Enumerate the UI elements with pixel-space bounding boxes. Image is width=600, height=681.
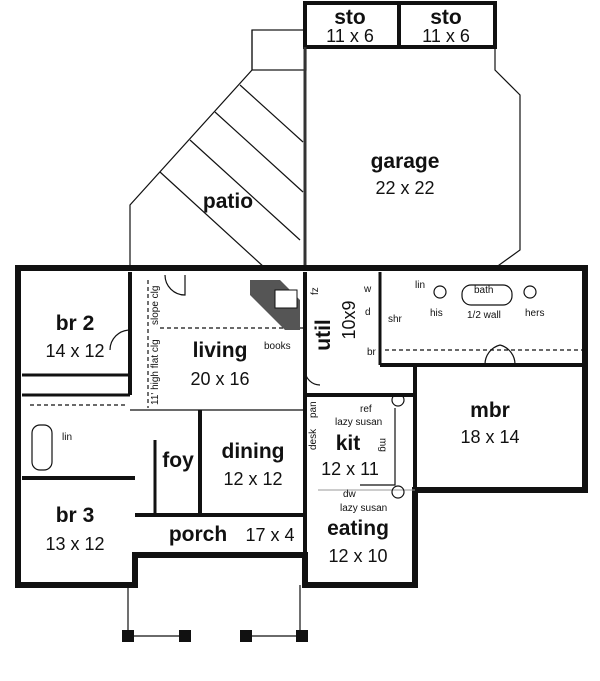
br3-name: br 3 [56, 504, 95, 527]
shower-label: shr [388, 314, 403, 325]
half-wall-label: 1/2 wall [467, 310, 501, 321]
living-name: living [193, 339, 248, 362]
sto2-name: sto [430, 6, 462, 29]
porch-posts [122, 585, 308, 642]
master-linen-label: lin [415, 280, 425, 291]
lazy-susan-bottom-label: lazy susan [340, 503, 387, 514]
bath-label: bath [474, 285, 493, 296]
patio-structure [129, 30, 304, 269]
porch-dims: 17 x 4 [245, 525, 294, 545]
br-label: br [367, 347, 377, 358]
desk-label: desk [308, 428, 319, 450]
dishwasher-label: dw [343, 489, 357, 500]
sto1-dims: 11 x 6 [326, 26, 374, 46]
living-dims: 20 x 16 [190, 369, 249, 389]
sto1-name: sto [334, 6, 366, 29]
mbr-name: mbr [470, 399, 510, 422]
garage-dims: 22 x 22 [375, 178, 434, 198]
garage-name: garage [371, 150, 440, 173]
mbr-dims: 18 x 14 [460, 427, 519, 447]
refrigerator-label: ref [360, 404, 372, 415]
dining-name: dining [222, 440, 285, 463]
pantry-label: pan [308, 401, 319, 418]
dining-dims: 12 x 12 [223, 469, 282, 489]
sto2-dims: 11 x 6 [422, 26, 470, 46]
kit-name: kit [336, 432, 361, 455]
br2-dims: 14 x 12 [45, 341, 104, 361]
house-walls [15, 265, 588, 588]
dryer-label: d [365, 307, 371, 318]
util-dims: 10x9 [339, 300, 359, 339]
books-label: books [264, 341, 291, 352]
porch-name: porch [169, 523, 227, 546]
kit-dims: 12 x 11 [321, 459, 379, 479]
washer-label: w [363, 284, 372, 295]
eating-name: eating [327, 517, 389, 540]
slope-clg-label: slope clg [150, 286, 161, 325]
fz-label: fz [310, 287, 321, 295]
eating-dims: 12 x 10 [328, 546, 387, 566]
mg-label: mg [377, 438, 388, 452]
garage-structure [251, 1, 521, 269]
br3-dims: 13 x 12 [45, 534, 104, 554]
hers-closet-label: hers [525, 308, 544, 319]
his-closet-label: his [430, 308, 443, 319]
patio-name: patio [203, 190, 253, 213]
lazy-susan-top-label: lazy susan [335, 417, 382, 428]
flat-clg-label: 11' high flat clg [150, 339, 161, 405]
foy-name: foy [162, 449, 194, 472]
br2-name: br 2 [56, 312, 95, 335]
hall-linen-label: lin [62, 432, 72, 443]
util-name: util [312, 319, 335, 351]
